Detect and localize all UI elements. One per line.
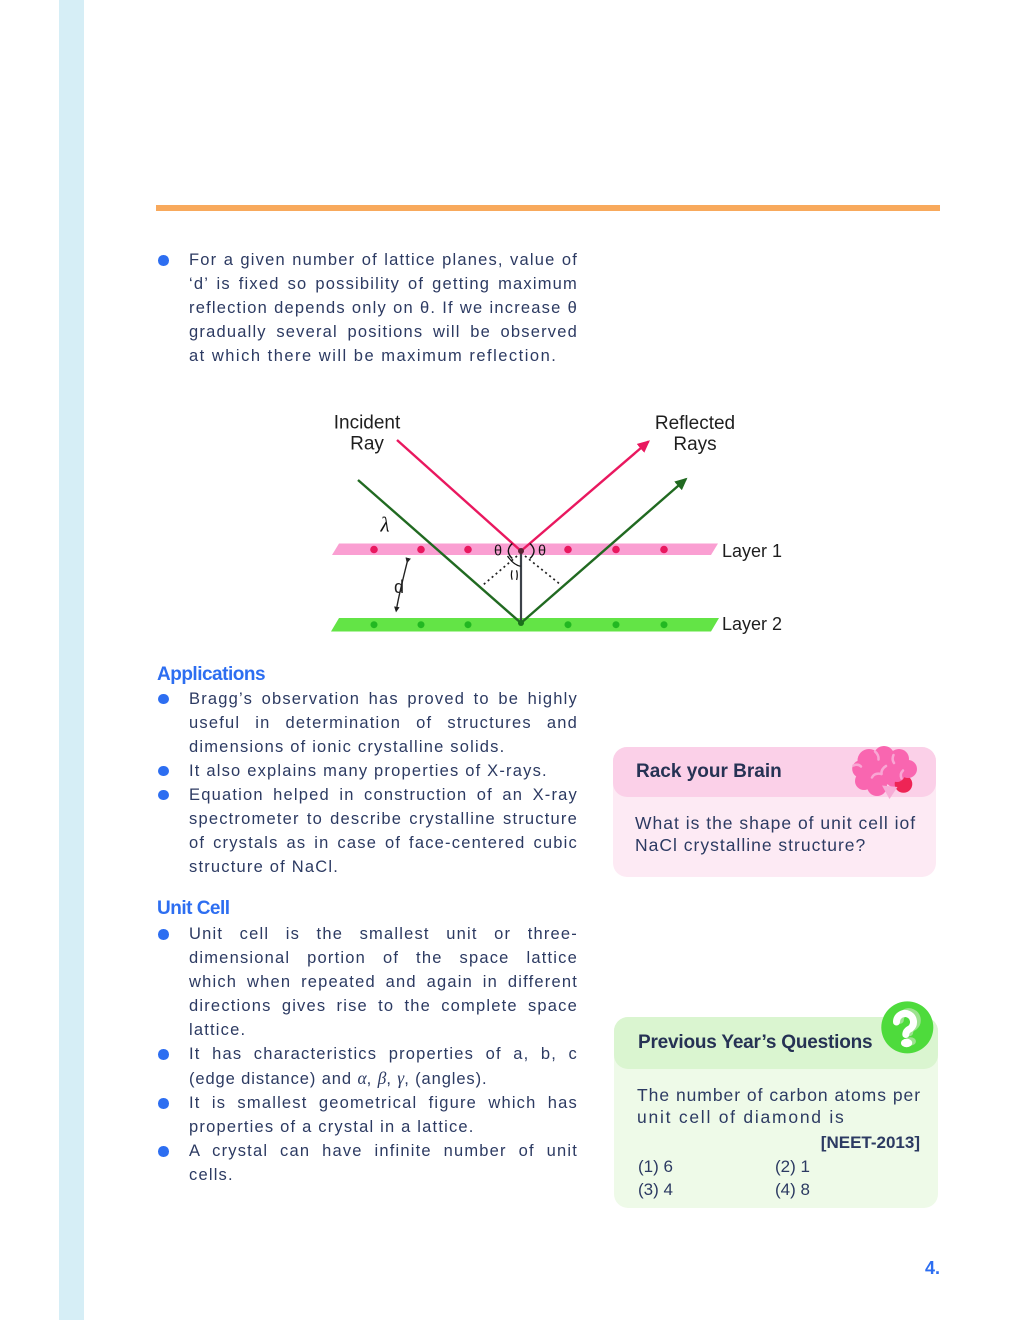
svg-text:Ray: Ray <box>350 434 384 455</box>
svg-text:Layer 1: Layer 1 <box>722 541 782 561</box>
svg-text:Rays: Rays <box>673 434 716 455</box>
svg-text:λ: λ <box>380 513 390 537</box>
svg-text:θ: θ <box>494 544 502 560</box>
svg-text:Layer 2: Layer 2 <box>722 614 782 634</box>
svg-text:θ: θ <box>538 544 546 560</box>
svg-text:Incident: Incident <box>334 413 401 434</box>
svg-text:Reflected: Reflected <box>655 413 735 434</box>
svg-text:d: d <box>394 577 404 597</box>
